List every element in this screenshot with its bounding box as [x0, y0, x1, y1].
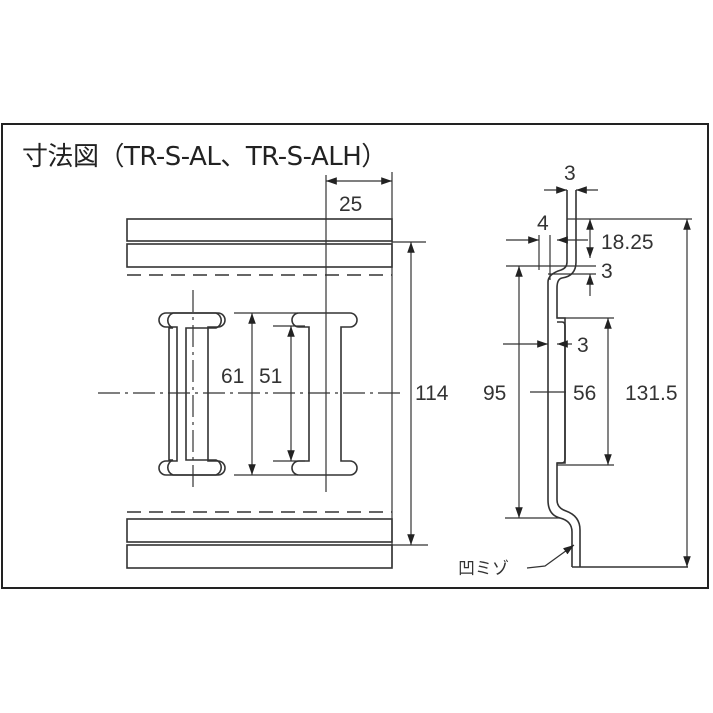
left-i-slot	[158, 312, 226, 476]
dim-114: 114	[415, 382, 449, 405]
dim-95: 95	[483, 382, 506, 405]
dim-top-flange-3: 3	[564, 162, 576, 185]
bottom-rails	[126, 511, 393, 569]
dim-131-5: 131.5	[625, 382, 678, 405]
right-i-slot	[291, 312, 358, 476]
dim-4: 4	[537, 212, 549, 235]
dim-51: 51	[259, 365, 282, 388]
dim-bend-3: 3	[601, 260, 613, 283]
dim-18-25: 18.25	[601, 231, 654, 254]
dim-56: 56	[573, 382, 596, 405]
top-rails	[126, 218, 393, 276]
groove-callout: 凹ミゾ	[458, 559, 509, 579]
dim-plate-3: 3	[577, 334, 589, 357]
dim-25: 25	[339, 193, 362, 216]
side-profile	[547, 190, 688, 568]
drawing-title: 寸法図（TR-S-AL、TR-S-ALH）	[22, 142, 387, 172]
dim-61: 61	[221, 365, 244, 388]
